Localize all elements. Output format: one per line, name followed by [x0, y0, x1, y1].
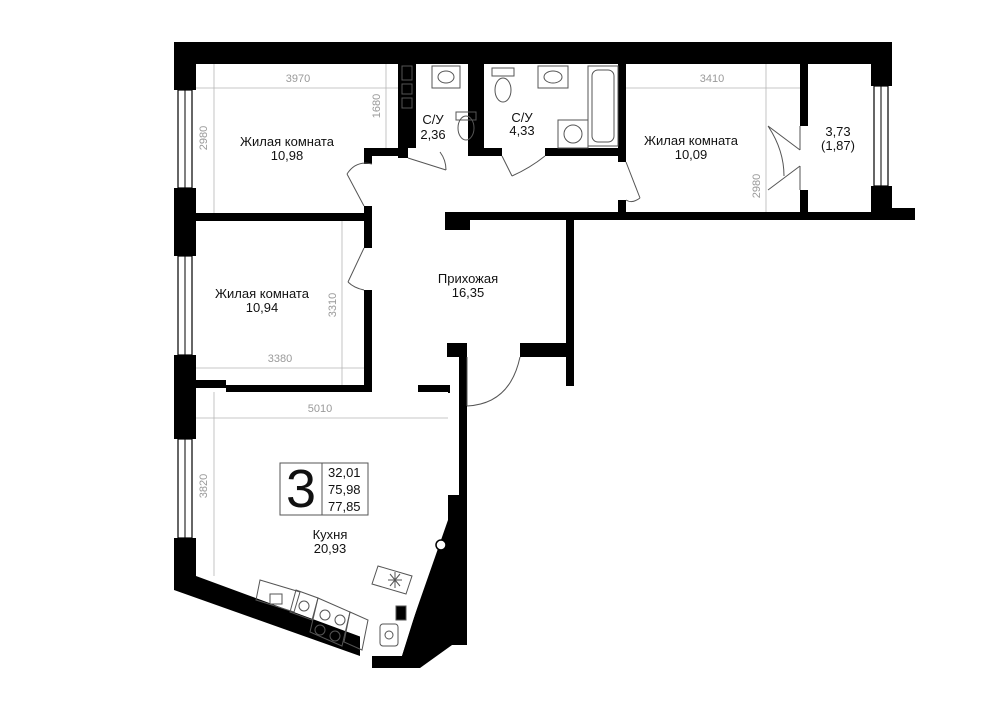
dim-bedroom2-depth: 2980 [751, 174, 763, 198]
dim-kitchen-width: 5010 [308, 403, 332, 415]
room-wc-2-area: 4,33 [509, 123, 534, 138]
walls [174, 42, 915, 668]
kitchen-fixtures [255, 539, 447, 651]
room-kitchen-name: Кухня [313, 527, 348, 542]
kitchen-floor [196, 392, 448, 652]
bathroom-fixtures [401, 65, 619, 149]
room-bedroom-1-area: 10,98 [271, 148, 304, 163]
dim-bedroom2-width: 3410 [700, 73, 724, 85]
total-area: 75,98 [328, 482, 361, 497]
rooms-count: 3 [286, 459, 316, 519]
dim-bedroom1-wardrobe: 1680 [371, 94, 383, 118]
room-bedroom-1-name: Жилая комната [240, 134, 335, 149]
room-hall-area: 16,35 [452, 285, 485, 300]
room-bedroom-3-name: Жилая комната [215, 286, 310, 301]
dim-bedroom3-width: 3380 [268, 353, 292, 365]
area-summary: 3 32,01 75,98 77,85 [279, 459, 369, 519]
dim-bedroom1-depth: 2980 [198, 126, 210, 150]
room-bedroom-2-name: Жилая комната [644, 133, 739, 148]
room-wc-2-name: С/У [511, 110, 533, 125]
room-hall-name: Прихожая [438, 271, 498, 286]
room-kitchen-area: 20,93 [314, 541, 347, 556]
dim-kitchen-depth: 3820 [198, 474, 210, 498]
room-bedroom-3-area: 10,94 [246, 300, 279, 315]
dim-bedroom1-width: 3970 [286, 73, 310, 85]
doors [346, 125, 801, 407]
room-wc-1-area: 2,36 [420, 127, 445, 142]
room-balcony-reduced-area: (1,87) [821, 138, 855, 153]
living-area: 32,01 [328, 465, 361, 480]
total-area-with-balcony: 77,85 [328, 499, 361, 514]
room-wc-1-name: С/У [422, 112, 444, 127]
room-bedroom-2-area: 10,09 [675, 147, 708, 162]
dimension-lines [196, 64, 800, 576]
dim-bedroom3-depth: 3310 [327, 293, 339, 317]
room-balcony-area: 3,73 [825, 124, 850, 139]
